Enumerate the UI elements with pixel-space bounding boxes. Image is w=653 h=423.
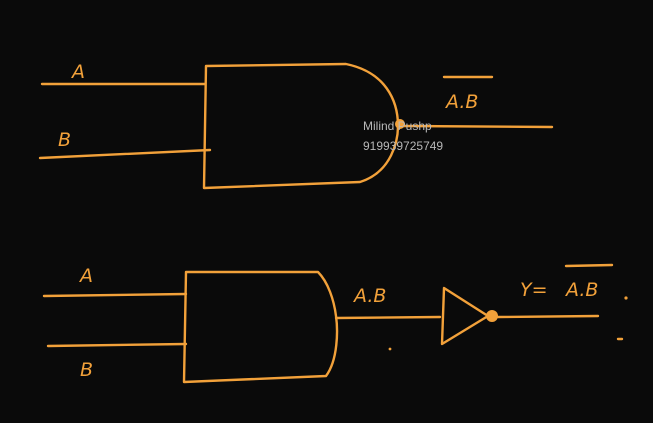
bottom-input-a-wire xyxy=(42,292,188,298)
bottom-not-inversion-bubble xyxy=(486,310,498,322)
bottom-and-not-circuit: A B A.B Y= A.B xyxy=(42,263,628,384)
top-output-wire xyxy=(402,124,554,129)
bottom-and-gate-body xyxy=(182,270,339,384)
bottom-output-wire xyxy=(496,314,600,319)
watermark-name: Milind Pushp xyxy=(363,119,432,133)
stray-dot-mark xyxy=(388,347,392,351)
top-nand-inversion-bubble xyxy=(395,119,405,129)
top-input-b-wire xyxy=(38,148,212,160)
final-output-overbar xyxy=(564,263,614,268)
top-input-a-label: A xyxy=(70,61,85,83)
bottom-not-gate-body xyxy=(440,286,490,346)
bottom-input-b-wire xyxy=(46,342,188,348)
top-input-b-label: B xyxy=(58,129,71,151)
top-output-label: A.B xyxy=(444,91,478,113)
top-nand-circuit: A B A.B xyxy=(38,61,554,190)
and-output-label: A.B xyxy=(352,285,386,307)
trailing-dot-mark xyxy=(624,296,628,300)
final-output-label: A.B xyxy=(564,279,598,301)
bottom-input-a-label: A xyxy=(78,265,93,287)
watermark: Milind Pushp 919939725749 xyxy=(363,119,443,153)
watermark-phone: 919939725749 xyxy=(363,139,443,153)
bottom-input-b-label: B xyxy=(80,359,93,381)
output-y-prefix: Y= xyxy=(520,279,548,301)
and-to-not-wire xyxy=(334,315,442,320)
